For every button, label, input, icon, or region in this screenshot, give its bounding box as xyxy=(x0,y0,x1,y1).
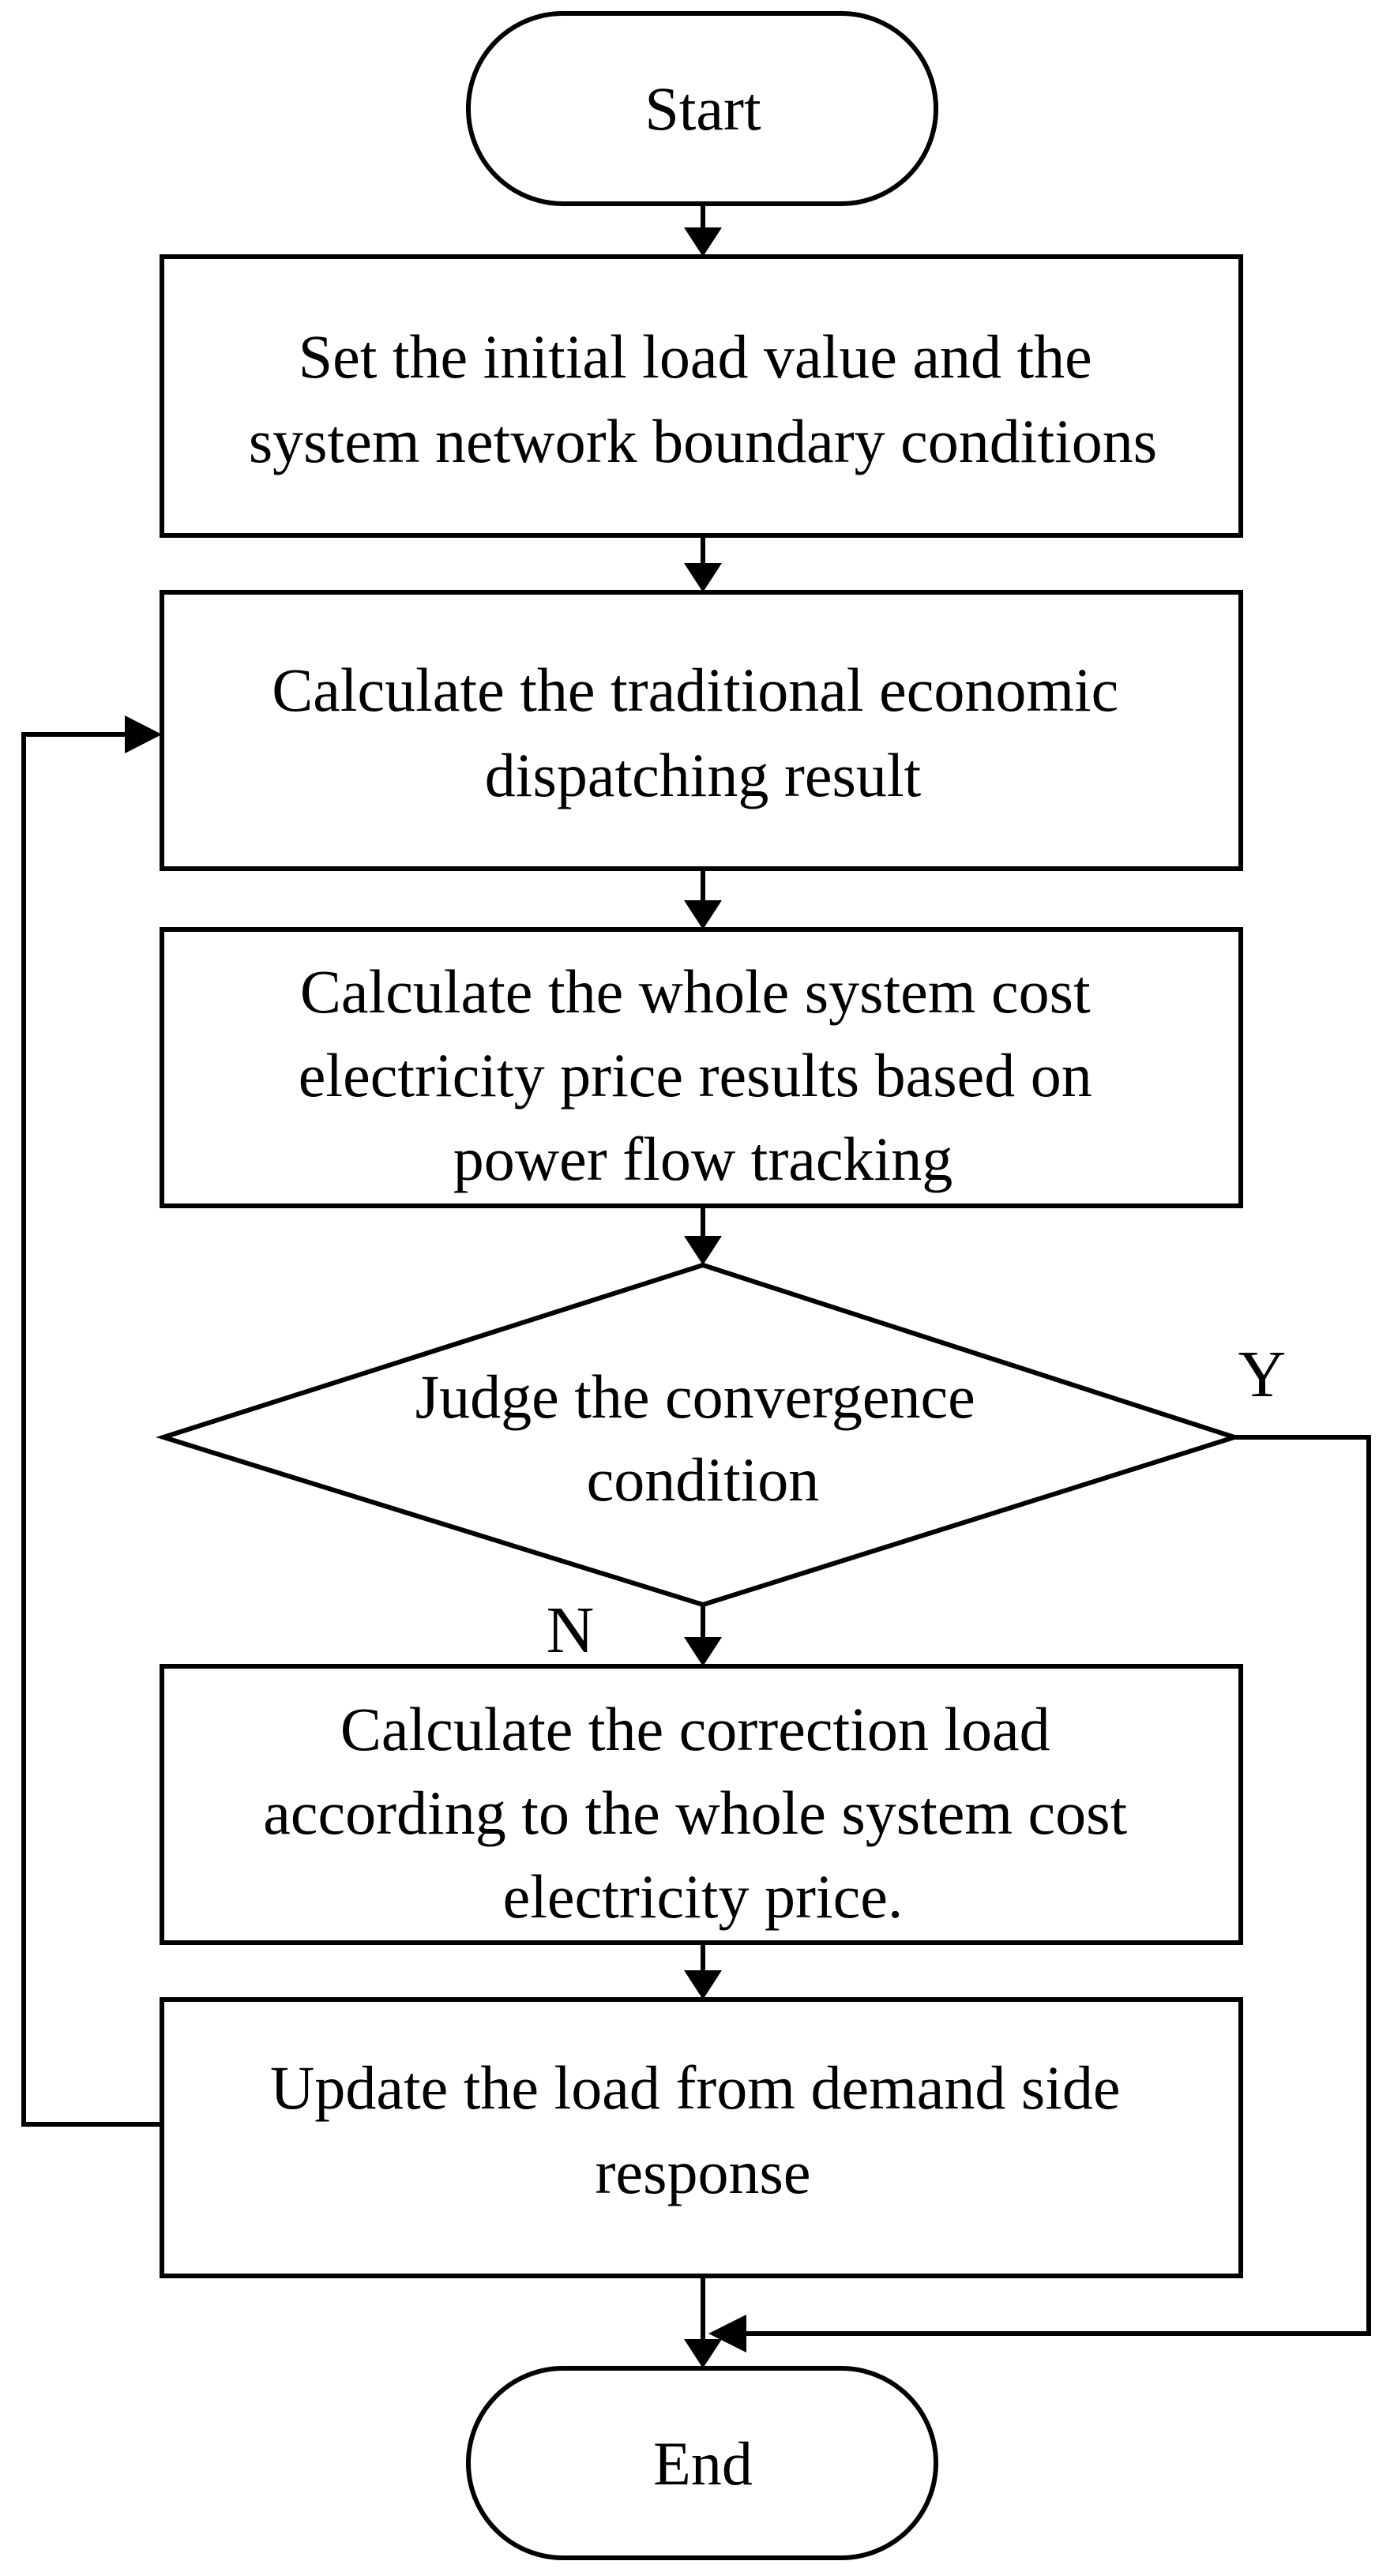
init-step-label: Set the initial load value and the syste… xyxy=(249,322,1157,475)
price-process-box xyxy=(160,927,1243,1208)
arrowhead-price-to-decision xyxy=(684,1236,722,1265)
arrowhead-loop-back xyxy=(125,715,162,753)
update-process-box xyxy=(160,1997,1243,2278)
correction-process-box xyxy=(160,1664,1243,1945)
connector-loop-back xyxy=(21,732,162,2127)
price-step-line-2: electricity price results based on xyxy=(299,1041,1092,1110)
arrowhead-correction-to-update xyxy=(684,1970,722,2000)
init-step-line-1: Set the initial load value and the xyxy=(299,322,1092,391)
arrowhead-dispatch-to-price xyxy=(684,900,722,929)
convergence-decision xyxy=(156,1262,1242,1608)
arrowhead-decision-no-to-correction xyxy=(684,1637,722,1666)
branch-no-label: N xyxy=(547,1594,595,1667)
price-step-label: Calculate the whole system cost electric… xyxy=(299,957,1107,1193)
arrowhead-start-to-init xyxy=(684,227,722,257)
arrowhead-init-to-dispatch xyxy=(684,563,722,592)
update-step-label: Update the load from demand side respons… xyxy=(270,2053,1136,2206)
correction-step-line-3: electricity price. xyxy=(503,1862,904,1931)
correction-step-line-1: Calculate the correction load xyxy=(340,1695,1050,1763)
dispatch-step-line-1: Calculate the traditional economic xyxy=(272,655,1118,724)
start-label: Start xyxy=(644,74,761,143)
decision-line-2: condition xyxy=(587,1445,820,1514)
correction-step-label: Calculate the correction load according … xyxy=(263,1695,1142,1931)
dispatch-process-box xyxy=(160,590,1243,871)
arrowhead-update-to-end xyxy=(684,2339,722,2368)
init-step-line-2: system network boundary conditions xyxy=(249,407,1157,475)
decision-line-1: Judge the convergence xyxy=(415,1362,975,1431)
init-process-box xyxy=(160,254,1243,538)
decision-label: Judge the convergence condition xyxy=(415,1362,990,1514)
update-step-line-2: response xyxy=(596,2138,811,2206)
dispatch-step-line-2: dispatching result xyxy=(485,741,922,809)
end-label: End xyxy=(653,2429,753,2498)
arrowhead-decision-yes-to-end xyxy=(708,2315,746,2353)
correction-step-line-2: according to the whole system cost xyxy=(263,1778,1127,1847)
end-terminal xyxy=(466,2366,938,2560)
dispatch-step-label: Calculate the traditional economic dispa… xyxy=(272,655,1134,809)
price-step-line-1: Calculate the whole system cost xyxy=(300,957,1091,1026)
connector-decision-yes-to-end xyxy=(746,1435,1371,2336)
update-step-line-1: Update the load from demand side xyxy=(270,2053,1121,2122)
branch-yes-label: Y xyxy=(1238,1338,1287,1411)
start-terminal xyxy=(466,11,938,206)
price-step-line-3: power flow tracking xyxy=(453,1125,953,1193)
